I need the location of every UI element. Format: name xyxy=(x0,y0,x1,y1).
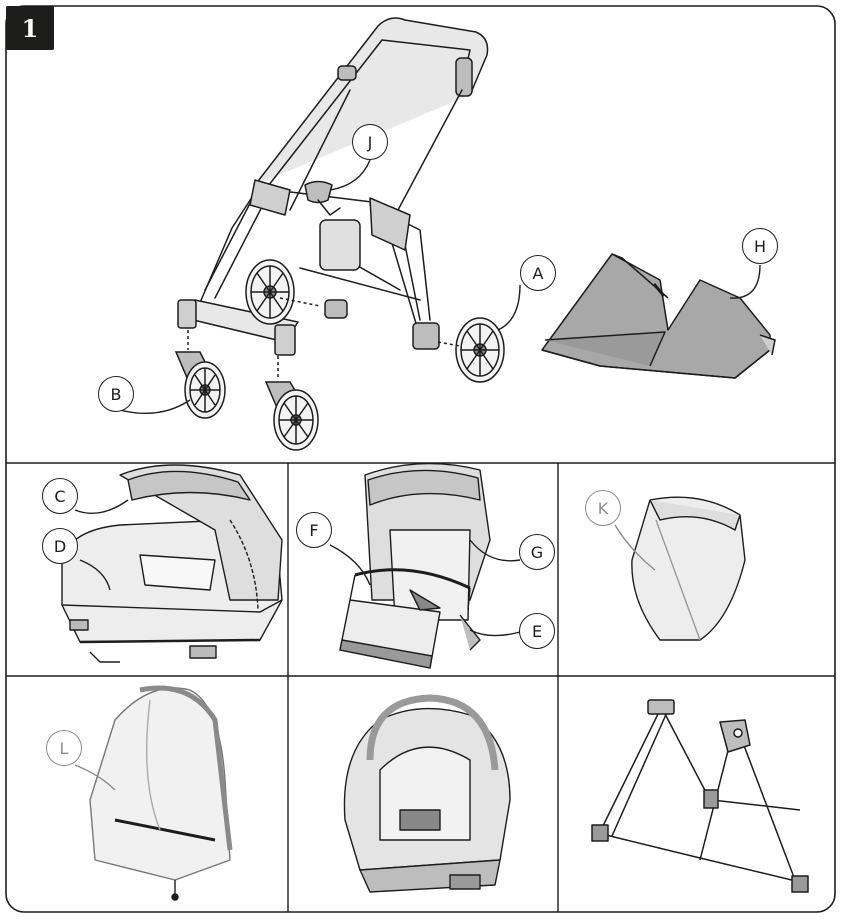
callout-e: E xyxy=(519,613,555,649)
callout-a: A xyxy=(520,255,556,291)
front-wheel-right xyxy=(266,356,318,450)
rear-wheel-right xyxy=(438,318,504,382)
carrycot-drawing xyxy=(62,465,282,662)
front-wheel-left xyxy=(176,330,225,418)
step-number-badge: 1 xyxy=(6,6,54,50)
apron-drawing xyxy=(542,254,775,378)
rain-cover-drawing xyxy=(90,688,230,900)
car-seat-drawing xyxy=(344,698,510,892)
seat-unit-drawing xyxy=(340,464,490,668)
stroller-chassis-drawing xyxy=(178,18,488,355)
callout-h: H xyxy=(742,228,778,264)
callout-b: B xyxy=(98,376,134,412)
callout-c: C xyxy=(42,478,78,514)
callout-g: G xyxy=(519,534,555,570)
callout-l: L xyxy=(46,730,82,766)
footmuff-drawing xyxy=(632,497,745,640)
callout-j: J xyxy=(352,124,388,160)
callout-d: D xyxy=(42,528,78,564)
callout-k: K xyxy=(585,490,621,526)
callout-f: F xyxy=(296,512,332,548)
stand-drawing xyxy=(592,700,808,892)
